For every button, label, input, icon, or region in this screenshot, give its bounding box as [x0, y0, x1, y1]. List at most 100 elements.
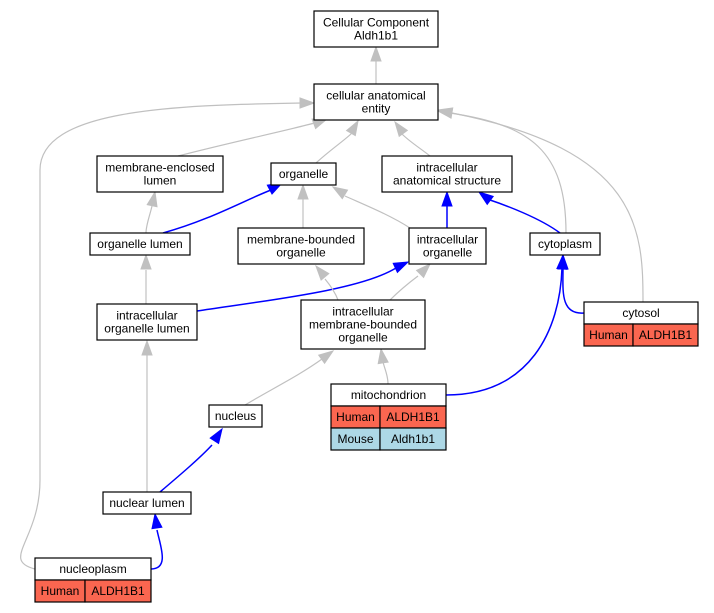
node-label: intracellular [332, 305, 393, 319]
arrowhead [315, 264, 330, 281]
arrowhead [436, 107, 454, 119]
species-label: Mouse [337, 432, 373, 446]
node-label: organelle [423, 246, 473, 260]
edge-mito-to-cytoplasm [445, 253, 568, 396]
species-label: Human [589, 328, 628, 342]
node-box [300, 299, 426, 350]
node-label: intracellular [116, 309, 177, 323]
arrowhead [377, 347, 389, 365]
node-box [313, 10, 439, 48]
node-box [270, 162, 337, 186]
edge-imbo-to-mbo [315, 264, 339, 301]
species-label: Human [41, 584, 80, 598]
edge-mbo-to-organelle [297, 183, 309, 228]
edge-cytosol-to-cae [436, 107, 644, 303]
node-label: cellular anatomical [326, 89, 425, 103]
arrowhead [146, 190, 158, 208]
species-label: Human [336, 410, 375, 424]
edge-line [389, 275, 419, 301]
edge-nucleoplasm-to-nucLumen [150, 512, 163, 570]
node-box [96, 155, 224, 193]
edge-imbo-to-intraOrg [389, 262, 432, 301]
node-label: organelle [279, 167, 329, 181]
edge-line [20, 102, 303, 570]
edges-layer [20, 45, 644, 570]
edge-ias-to-cae [394, 120, 431, 157]
arrowhead [477, 191, 495, 206]
arrowhead [209, 427, 223, 445]
node-label: Aldh1b1 [354, 29, 398, 43]
arrowhead [345, 119, 359, 137]
node-box [313, 83, 439, 121]
node-label: nucleus [215, 409, 256, 423]
edge-line [324, 278, 339, 301]
edge-cytoplasm-to-ias [477, 191, 561, 234]
edge-orgLumen-to-mel [145, 190, 158, 234]
edge-line [562, 267, 585, 314]
edge-line [451, 112, 644, 303]
node-orgLumen[interactable]: organelle lumen [89, 232, 191, 256]
node-organelle[interactable]: organelle [270, 162, 337, 186]
node-label: cytoplasm [538, 237, 592, 251]
gene-cell [379, 427, 447, 451]
node-box [529, 232, 601, 256]
node-label: organelle [276, 246, 326, 260]
edge-intraOrg-to-organelle [331, 186, 411, 229]
edge-nucLumen-to-nucleus [159, 427, 223, 493]
node-box [102, 491, 192, 515]
edge-mito-to-imbo [377, 347, 389, 385]
edge-line [145, 205, 153, 234]
node-label: anatomical structure [393, 174, 501, 188]
arrowhead [415, 262, 432, 279]
gene-label: Aldh1b1 [391, 432, 435, 446]
node-label: organelle lumen [97, 237, 182, 251]
edge-line [177, 121, 319, 157]
edge-line [489, 199, 561, 234]
node-label: Cellular Component [323, 16, 430, 30]
edge-iol-to-intraOrg [196, 261, 410, 312]
node-label: intracellular [417, 233, 478, 247]
node-nucleus[interactable]: nucleus [208, 404, 263, 428]
node-box [408, 227, 487, 265]
edge-line [159, 444, 213, 493]
node-box [381, 155, 513, 193]
node-nucLumen[interactable]: nuclear lumen [102, 491, 192, 515]
edge-nucleus-to-imbo [244, 350, 335, 406]
node-cytoplasm[interactable]: cytoplasm [529, 232, 601, 256]
arrowhead [299, 97, 316, 109]
arrowhead [370, 45, 382, 62]
node-box [96, 303, 198, 341]
edge-line [244, 358, 323, 406]
edge-line [150, 529, 163, 570]
node-label: lumen [144, 174, 177, 188]
edge-line [196, 267, 397, 312]
arrowhead [394, 120, 409, 138]
arrowhead [392, 261, 410, 274]
node-label: membrane-enclosed [105, 161, 214, 175]
gene-cell [632, 323, 699, 347]
edge-line [162, 189, 272, 234]
node-box [89, 232, 191, 256]
edge-nucleoplasm-to-cae [20, 97, 316, 570]
node-label: entity [362, 102, 391, 116]
edge-mel-to-cae [177, 118, 329, 157]
edge-line [401, 133, 431, 157]
arrowhead [331, 186, 349, 200]
node-label: mitochondrion [351, 388, 426, 402]
